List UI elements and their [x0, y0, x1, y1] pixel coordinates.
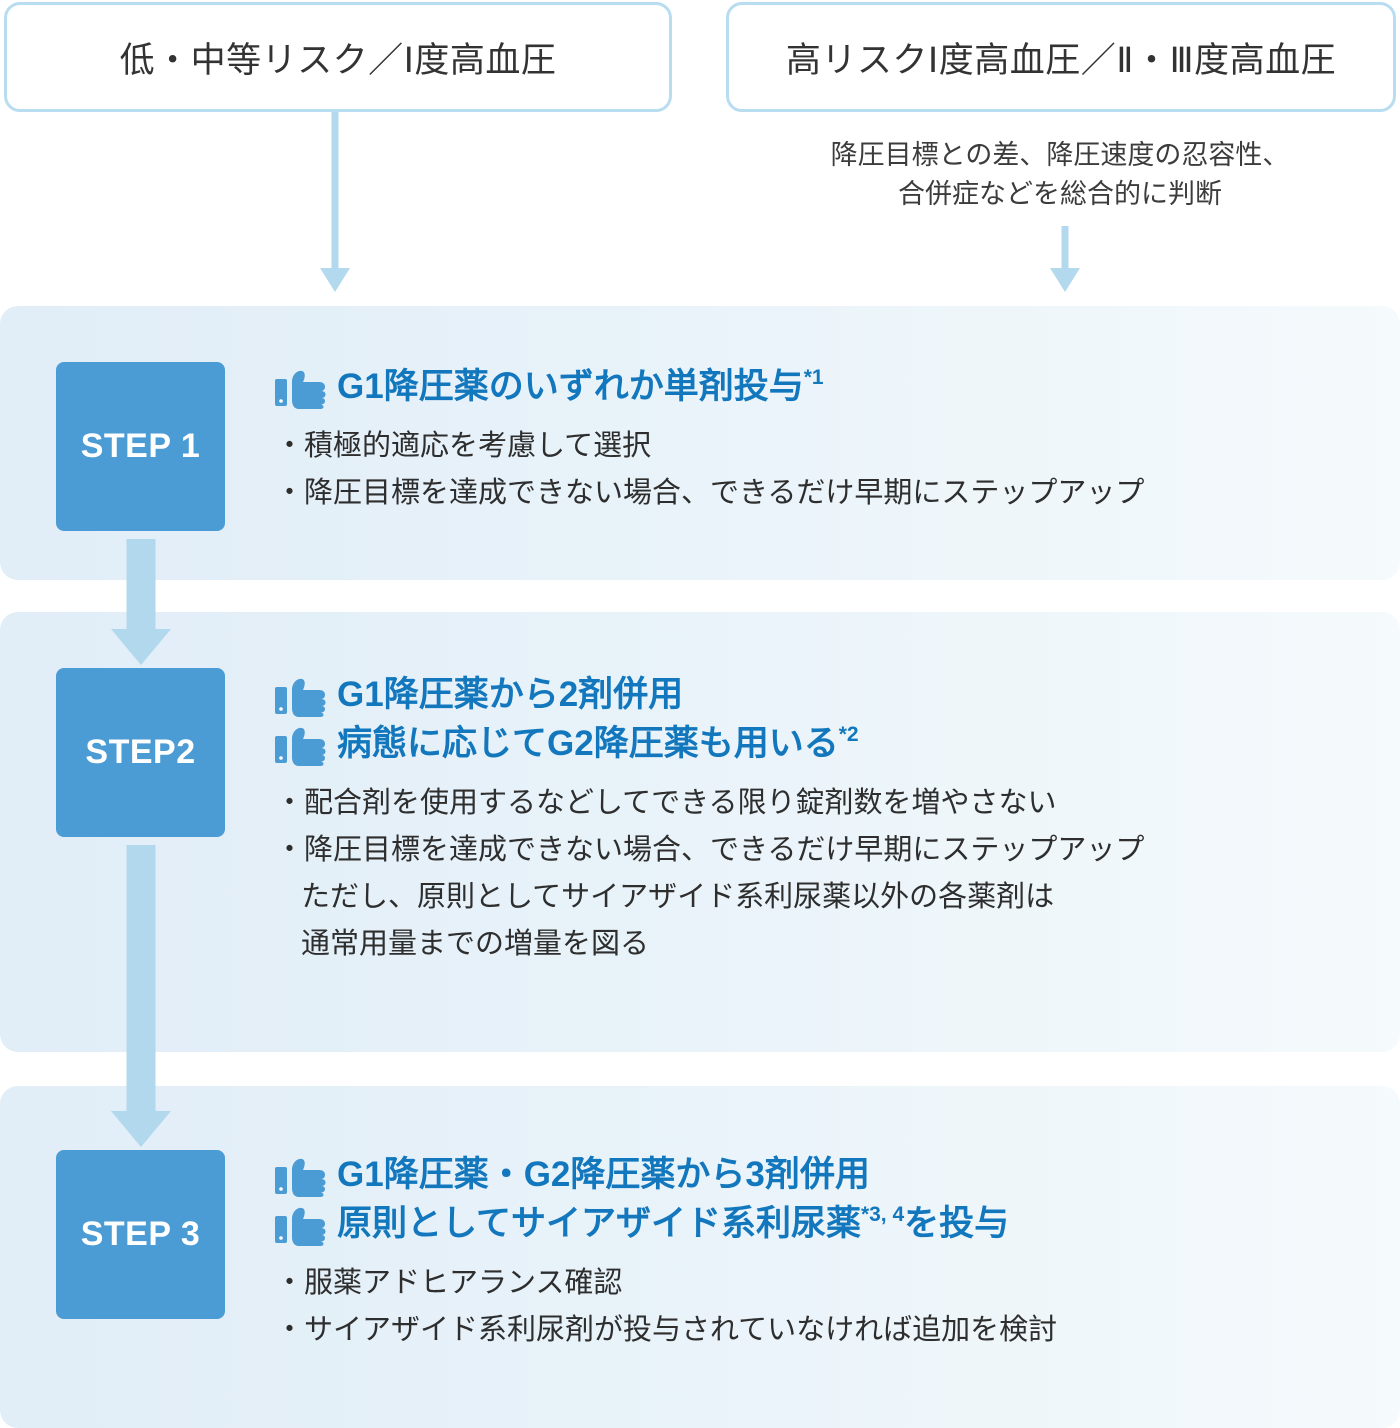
step-content-1: G1降圧薬のいずれか単剤投与*1 ・積極的適応を考慮して選択 ・降圧目標を達成で… [275, 364, 1375, 517]
step-badge-1: STEP 1 [56, 362, 225, 531]
step-2-headline-1: G1降圧薬から2剤併用 [275, 672, 1375, 719]
list-item: ・降圧目標を達成できない場合、できるだけ早期にステップアップ [275, 833, 1145, 866]
step-panel-2 [0, 612, 1400, 1052]
list-item: ・サイアザイド系利尿剤が投与されていなければ追加を検討 [275, 1313, 1058, 1346]
step-3-headline-1: G1降圧薬・G2降圧薬から3剤併用 [275, 1152, 1375, 1199]
step-2-headline-1-text: G1降圧薬から2剤併用 [337, 675, 684, 714]
risk-box-low-moderate-label: 低・中等リスク／Ⅰ度高血圧 [119, 40, 557, 80]
arrow-stem [331, 112, 339, 270]
step-2-headline-2-text: 病態に応じてG2降圧薬も用いる [337, 723, 839, 763]
step-3-headline-1-text: G1降圧薬・G2降圧薬から3剤併用 [337, 1155, 870, 1194]
thumbs-up-right-icon [275, 1158, 326, 1197]
step-badge-2-label: STEP2 [85, 733, 196, 771]
step-1-headline-note: *1 [803, 366, 824, 389]
arrow-head [111, 1111, 171, 1147]
risk-box-high-risk: 高リスクⅠ度高血圧／Ⅱ・Ⅲ度高血圧 [726, 2, 1396, 112]
thick-arrow-down-icon-step2-step3 [111, 845, 171, 1147]
step-badge-3: STEP 3 [56, 1150, 225, 1319]
risk-box-low-moderate: 低・中等リスク／Ⅰ度高血圧 [4, 2, 672, 112]
step-2-headline-2: 病態に応じてG2降圧薬も用いる*2 [275, 721, 1375, 768]
step-badge-1-label: STEP 1 [80, 427, 201, 465]
step-content-2: G1降圧薬から2剤併用 病態に応じてG2降圧薬も用いる*2 ・配合剤を使用するな… [275, 672, 1375, 968]
arrow-down-icon-right [1040, 226, 1090, 292]
step-badge-3-label: STEP 3 [80, 1215, 201, 1253]
step-1-bullets: ・積極的適応を考慮して選択 ・降圧目標を達成できない場合、できるだけ早期にステッ… [275, 423, 1375, 517]
thumbs-up-right-icon [275, 1207, 326, 1246]
list-item: ・配合剤を使用するなどしてできる限り錠剤数を増やさない [275, 786, 1057, 819]
decision-annotation: 降圧目標との差、降圧速度の忍容性、 合併症などを総合的に判断 [830, 140, 1290, 210]
thumbs-up-right-icon [275, 370, 326, 409]
step-3-headline-2-text: 原則としてサイアザイド系利尿薬 [337, 1203, 861, 1243]
step-3-bullets: ・服薬アドヒアランス確認 ・サイアザイド系利尿剤が投与されていなければ追加を検討 [275, 1260, 1375, 1354]
arrow-stem [1061, 226, 1069, 270]
arrow-stem [126, 539, 156, 631]
arrow-head [111, 629, 171, 665]
arrow-head [320, 268, 350, 292]
arrow-down-icon-left [310, 112, 360, 292]
step-panel-1 [0, 306, 1400, 580]
step-2-headline-2-note: *2 [838, 722, 859, 746]
step-2-bullets: ・配合剤を使用するなどしてできる限り錠剤数を増やさない ・降圧目標を達成できない… [275, 780, 1375, 968]
step-badge-2: STEP2 [56, 668, 225, 837]
step-1-headline: G1降圧薬のいずれか単剤投与*1 [275, 364, 1375, 411]
list-item-continuation: ただし、原則としてサイアザイド系利尿薬以外の各薬剤は [301, 880, 1055, 913]
thumbs-up-right-icon [275, 678, 326, 717]
step-1-headline-text: G1降圧薬のいずれか単剤投与 [337, 367, 804, 406]
thick-arrow-down-icon-step1-step2 [111, 539, 171, 665]
list-item: ・降圧目標を達成できない場合、できるだけ早期にステップアップ [275, 476, 1145, 509]
arrow-head [1050, 268, 1080, 292]
thumbs-up-right-icon [275, 727, 326, 766]
risk-box-high-risk-label: 高リスクⅠ度高血圧／Ⅱ・Ⅲ度高血圧 [785, 40, 1337, 80]
arrow-stem [126, 845, 156, 1113]
list-item-continuation: 通常用量までの増量を図る [301, 927, 650, 960]
step-3-headline-2-note: *3, 4 [860, 1202, 905, 1226]
step-panel-3 [0, 1086, 1400, 1428]
list-item: ・積極的適応を考慮して選択 [275, 429, 652, 462]
step-3-headline-2-suffix: を投与 [904, 1203, 1010, 1243]
list-item: ・服薬アドヒアランス確認 [275, 1266, 623, 1299]
